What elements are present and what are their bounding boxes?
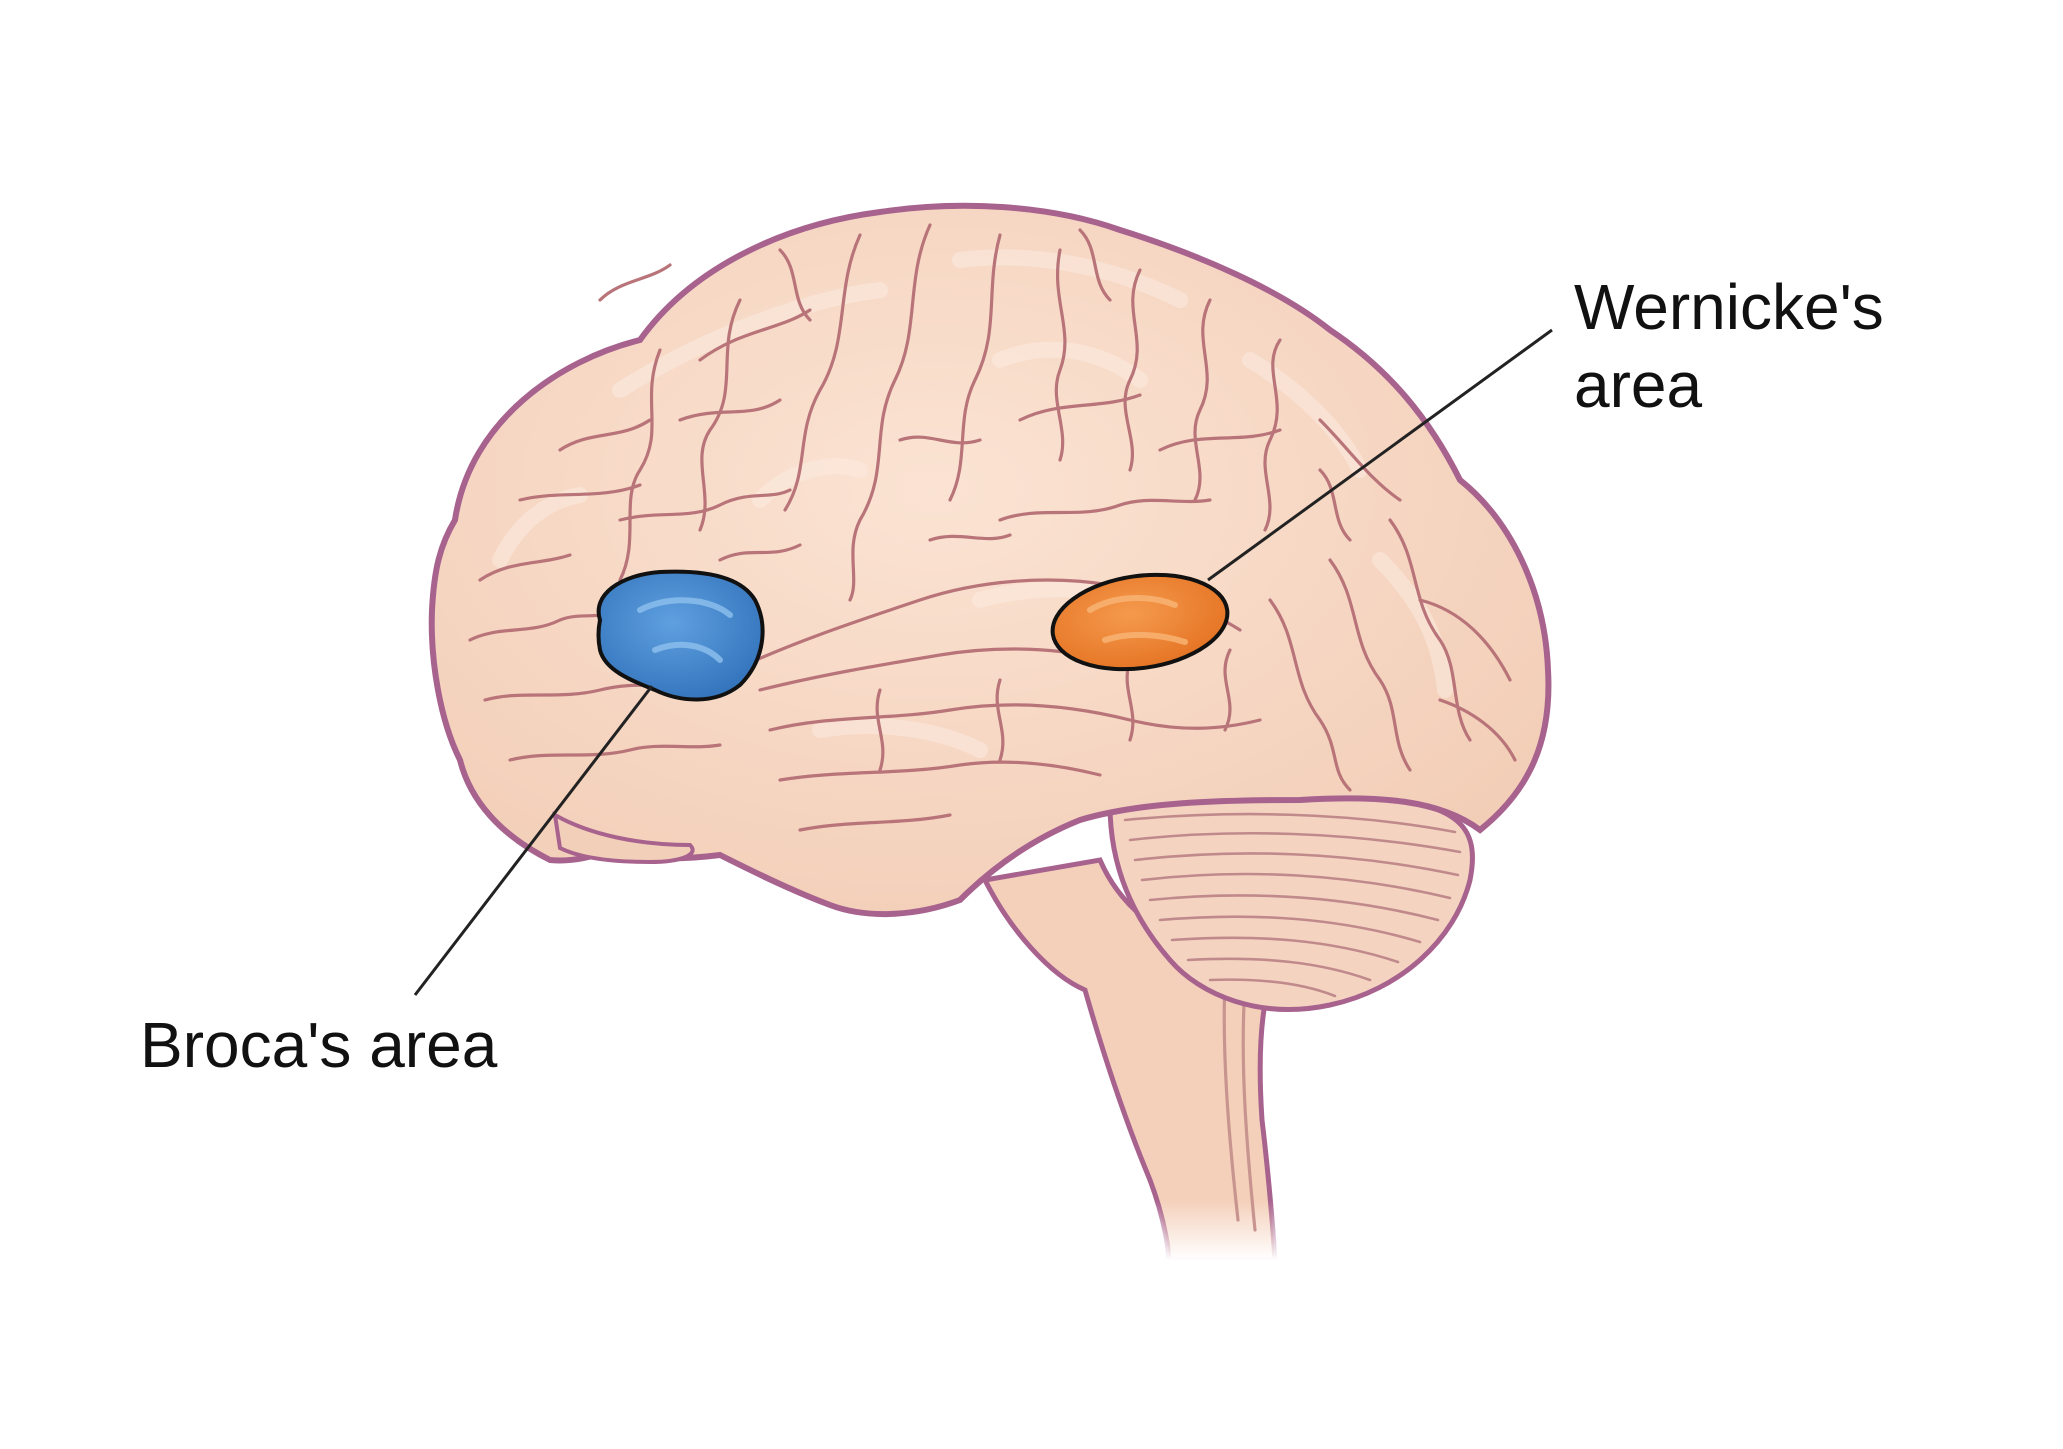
wernicke-label-line2: area — [1574, 349, 1703, 421]
orbital-flap — [552, 811, 695, 865]
gyri-lines — [468, 223, 1517, 832]
broca-leader-line — [413, 685, 654, 996]
brain-stem-ridge — [1241, 983, 1257, 1232]
broca-area-label: Broca's area — [140, 1009, 498, 1081]
wernicke-area-label: Wernicke's area — [1574, 268, 1884, 424]
wernicke-label-line1: Wernicke's — [1574, 271, 1884, 343]
gyri-highlights — [492, 249, 1453, 758]
cerebellum — [1107, 790, 1475, 1012]
wernicke-leader-line — [1207, 328, 1553, 582]
broca-area — [596, 569, 765, 702]
broca-area-gyri — [637, 597, 733, 663]
wernicke-area-gyri — [1087, 595, 1188, 645]
cerebrum — [428, 202, 1552, 918]
brain-stem-ridge — [1222, 978, 1240, 1222]
wernicke-area — [1050, 572, 1230, 672]
